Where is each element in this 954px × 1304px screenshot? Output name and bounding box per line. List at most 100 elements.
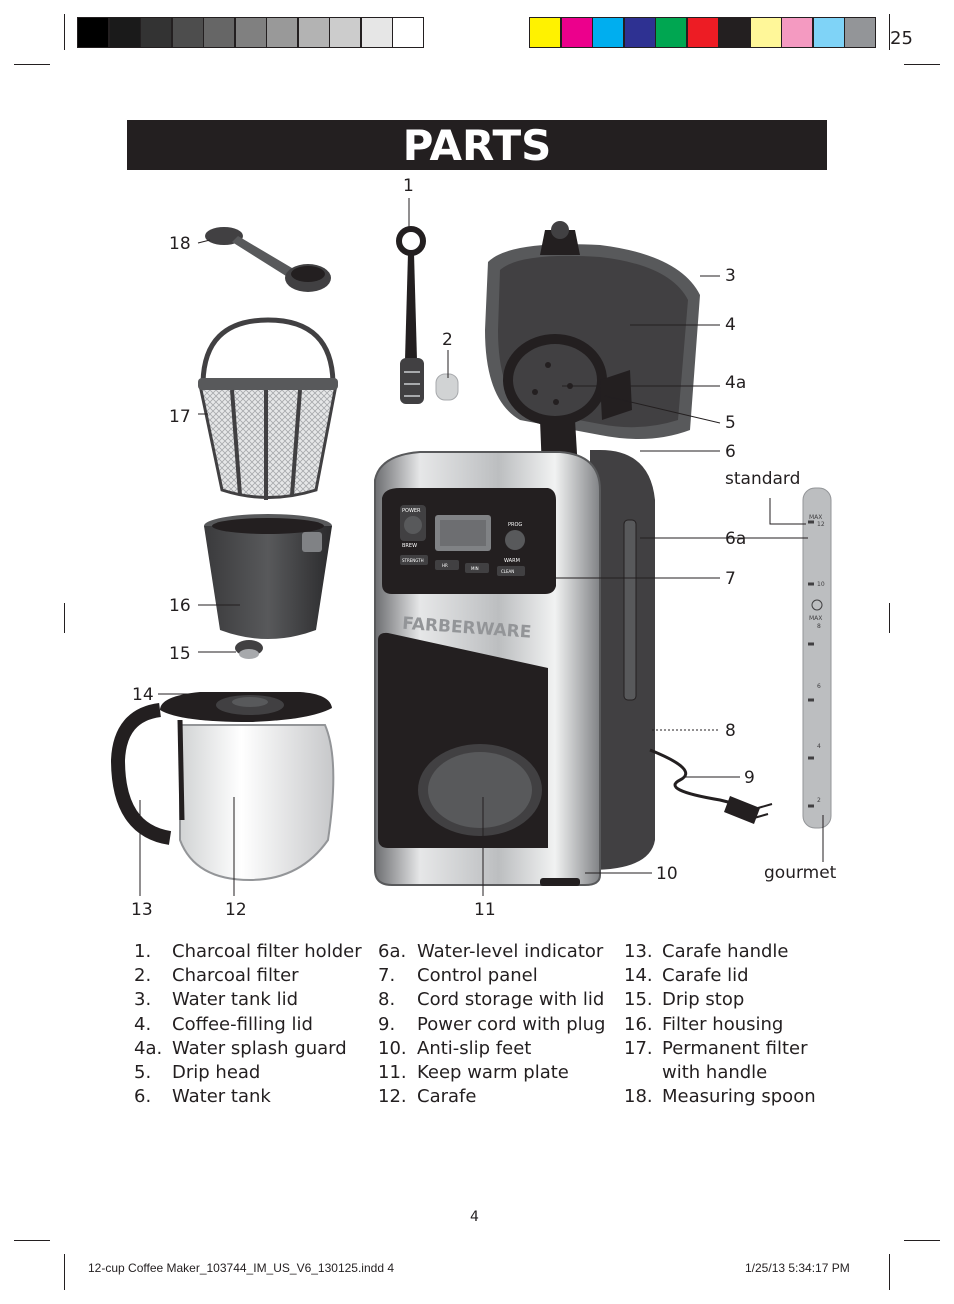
process-swatch: [623, 17, 656, 48]
process-swatch: [844, 17, 876, 48]
panel-button-min-label: MIN: [471, 566, 479, 571]
water-level-indicator: MAX 12 10 MAX 8 6 4 2: [802, 487, 832, 829]
process-swatch: [686, 17, 719, 48]
grayscale-swatch: [108, 17, 141, 48]
registration-mark: [64, 603, 65, 633]
process-swatch: [592, 17, 624, 48]
parts-list-item: Anti-slip feet: [417, 1037, 532, 1059]
parts-list-item: Permanent filter: [662, 1037, 808, 1059]
panel-button-strength-label: STRENGTH: [402, 558, 424, 563]
gauge-label-8: 8: [817, 623, 821, 630]
gauge-label-max-gourmet: MAX: [809, 615, 822, 622]
gauge-label-max-top: MAX: [809, 514, 822, 521]
process-swatch: [529, 17, 561, 48]
slug-timestamp: 1/25/13 5:34:17 PM: [745, 1261, 850, 1275]
drip-stop: [235, 640, 263, 659]
callout-standard: standard: [725, 469, 801, 489]
parts-list-number: 12.: [378, 1086, 407, 1108]
permanent-filter: [198, 317, 338, 500]
crop-mark: [889, 14, 890, 50]
panel-label-warm: WARM: [504, 558, 520, 564]
crop-mark: [64, 1254, 65, 1290]
crop-mark: [889, 1254, 890, 1290]
parts-list-number: 16.: [624, 1013, 653, 1035]
grayscale-swatch: [171, 17, 204, 48]
panel-button-clean: [497, 566, 525, 576]
coffee-maker: POWER PROG BREW WARM STRENGTH HR MIN CLE…: [374, 221, 773, 886]
parts-list-item: Drip head: [172, 1062, 261, 1083]
parts-list-number: 14.: [624, 965, 653, 987]
registration-mark: [889, 603, 890, 633]
parts-list-number: 5.: [134, 1062, 152, 1083]
parts-list-number: 4.: [134, 1013, 152, 1035]
grayscale-swatch: [297, 17, 330, 48]
callout-11: 11: [474, 900, 496, 920]
process-swatch: [812, 17, 845, 48]
callout-4: 4: [725, 315, 736, 335]
parts-list-number: 15.: [624, 989, 653, 1011]
title-bar: [127, 120, 827, 170]
parts-list-item: Charcoal filter: [172, 965, 299, 987]
parts-list-item: Filter housing: [662, 1013, 784, 1035]
grayscale-swatch: [77, 17, 109, 48]
callout-8: 8: [725, 721, 736, 741]
charcoal-filter-holder: [396, 226, 426, 404]
parts-list-number: 17.: [624, 1037, 653, 1059]
callout-13: 13: [131, 900, 153, 920]
parts-list-number: 8.: [378, 989, 396, 1011]
callout-10: 10: [656, 864, 678, 884]
parts-list-number: 11.: [378, 1062, 407, 1083]
parts-list-number: 6.: [134, 1086, 152, 1108]
callout-5: 5: [725, 413, 736, 433]
parts-list-number: 7.: [378, 965, 396, 987]
parts-list-item: Keep warm plate: [417, 1062, 569, 1083]
process-swatch: [781, 17, 813, 48]
grayscale-swatch: [329, 17, 361, 48]
callout-3: 3: [725, 266, 736, 286]
parts-list-item: Cord storage with lid: [417, 989, 605, 1011]
filter-housing: [204, 514, 332, 639]
parts-list-item: Charcoal filter holder: [172, 941, 362, 962]
callout-4a: 4a: [725, 373, 747, 393]
page-number-top: 25: [890, 28, 913, 49]
callout-7: 7: [725, 569, 736, 589]
page-number: 4: [470, 1209, 479, 1225]
callout-2: 2: [442, 330, 453, 350]
panel-label-power: POWER: [402, 508, 421, 514]
callout-18: 18: [169, 234, 191, 254]
crop-mark: [64, 14, 65, 50]
parts-list-number: 9.: [378, 1013, 396, 1035]
grayscale-swatch: [266, 17, 298, 48]
parts-list-number: 6a.: [378, 941, 407, 962]
process-swatch: [560, 17, 593, 48]
panel-button-clean-label: CLEAN: [501, 569, 514, 574]
parts-list-item: Coffee-filling lid: [172, 1013, 313, 1035]
anti-slip-foot: [540, 878, 580, 886]
parts-list-item: Water-level indicator: [417, 941, 604, 962]
parts-list-item: with handle: [662, 1062, 768, 1083]
crop-mark: [904, 1240, 940, 1241]
gauge-label-2: 2: [817, 797, 821, 804]
parts-list-number: 18.: [624, 1086, 653, 1108]
callout-6a: 6a: [725, 529, 747, 549]
charcoal-filter: [435, 373, 459, 401]
parts-list-item: Water tank lid: [172, 989, 298, 1011]
crop-mark: [904, 64, 940, 65]
parts-list-item: Water splash guard: [172, 1037, 347, 1059]
crop-mark: [14, 64, 50, 65]
callout-16: 16: [169, 596, 191, 616]
panel-label-brew: BREW: [402, 543, 417, 549]
callout-17: 17: [169, 407, 191, 427]
parts-list-item: Measuring spoon: [662, 1086, 816, 1108]
slug-filename: 12-cup Coffee Maker_103744_IM_US_V6_1301…: [88, 1261, 394, 1275]
parts-list-number: 3.: [134, 989, 152, 1011]
process-swatch: [749, 17, 782, 48]
callout-12: 12: [225, 900, 247, 920]
parts-list-item: Carafe handle: [662, 941, 789, 962]
parts-list-item: Control panel: [417, 965, 538, 987]
measuring-spoon: [205, 227, 331, 292]
grayscale-swatch: [234, 17, 267, 48]
callout-1: 1: [403, 176, 414, 196]
parts-list-number: 2.: [134, 965, 152, 987]
leader-lines: [139, 198, 824, 896]
